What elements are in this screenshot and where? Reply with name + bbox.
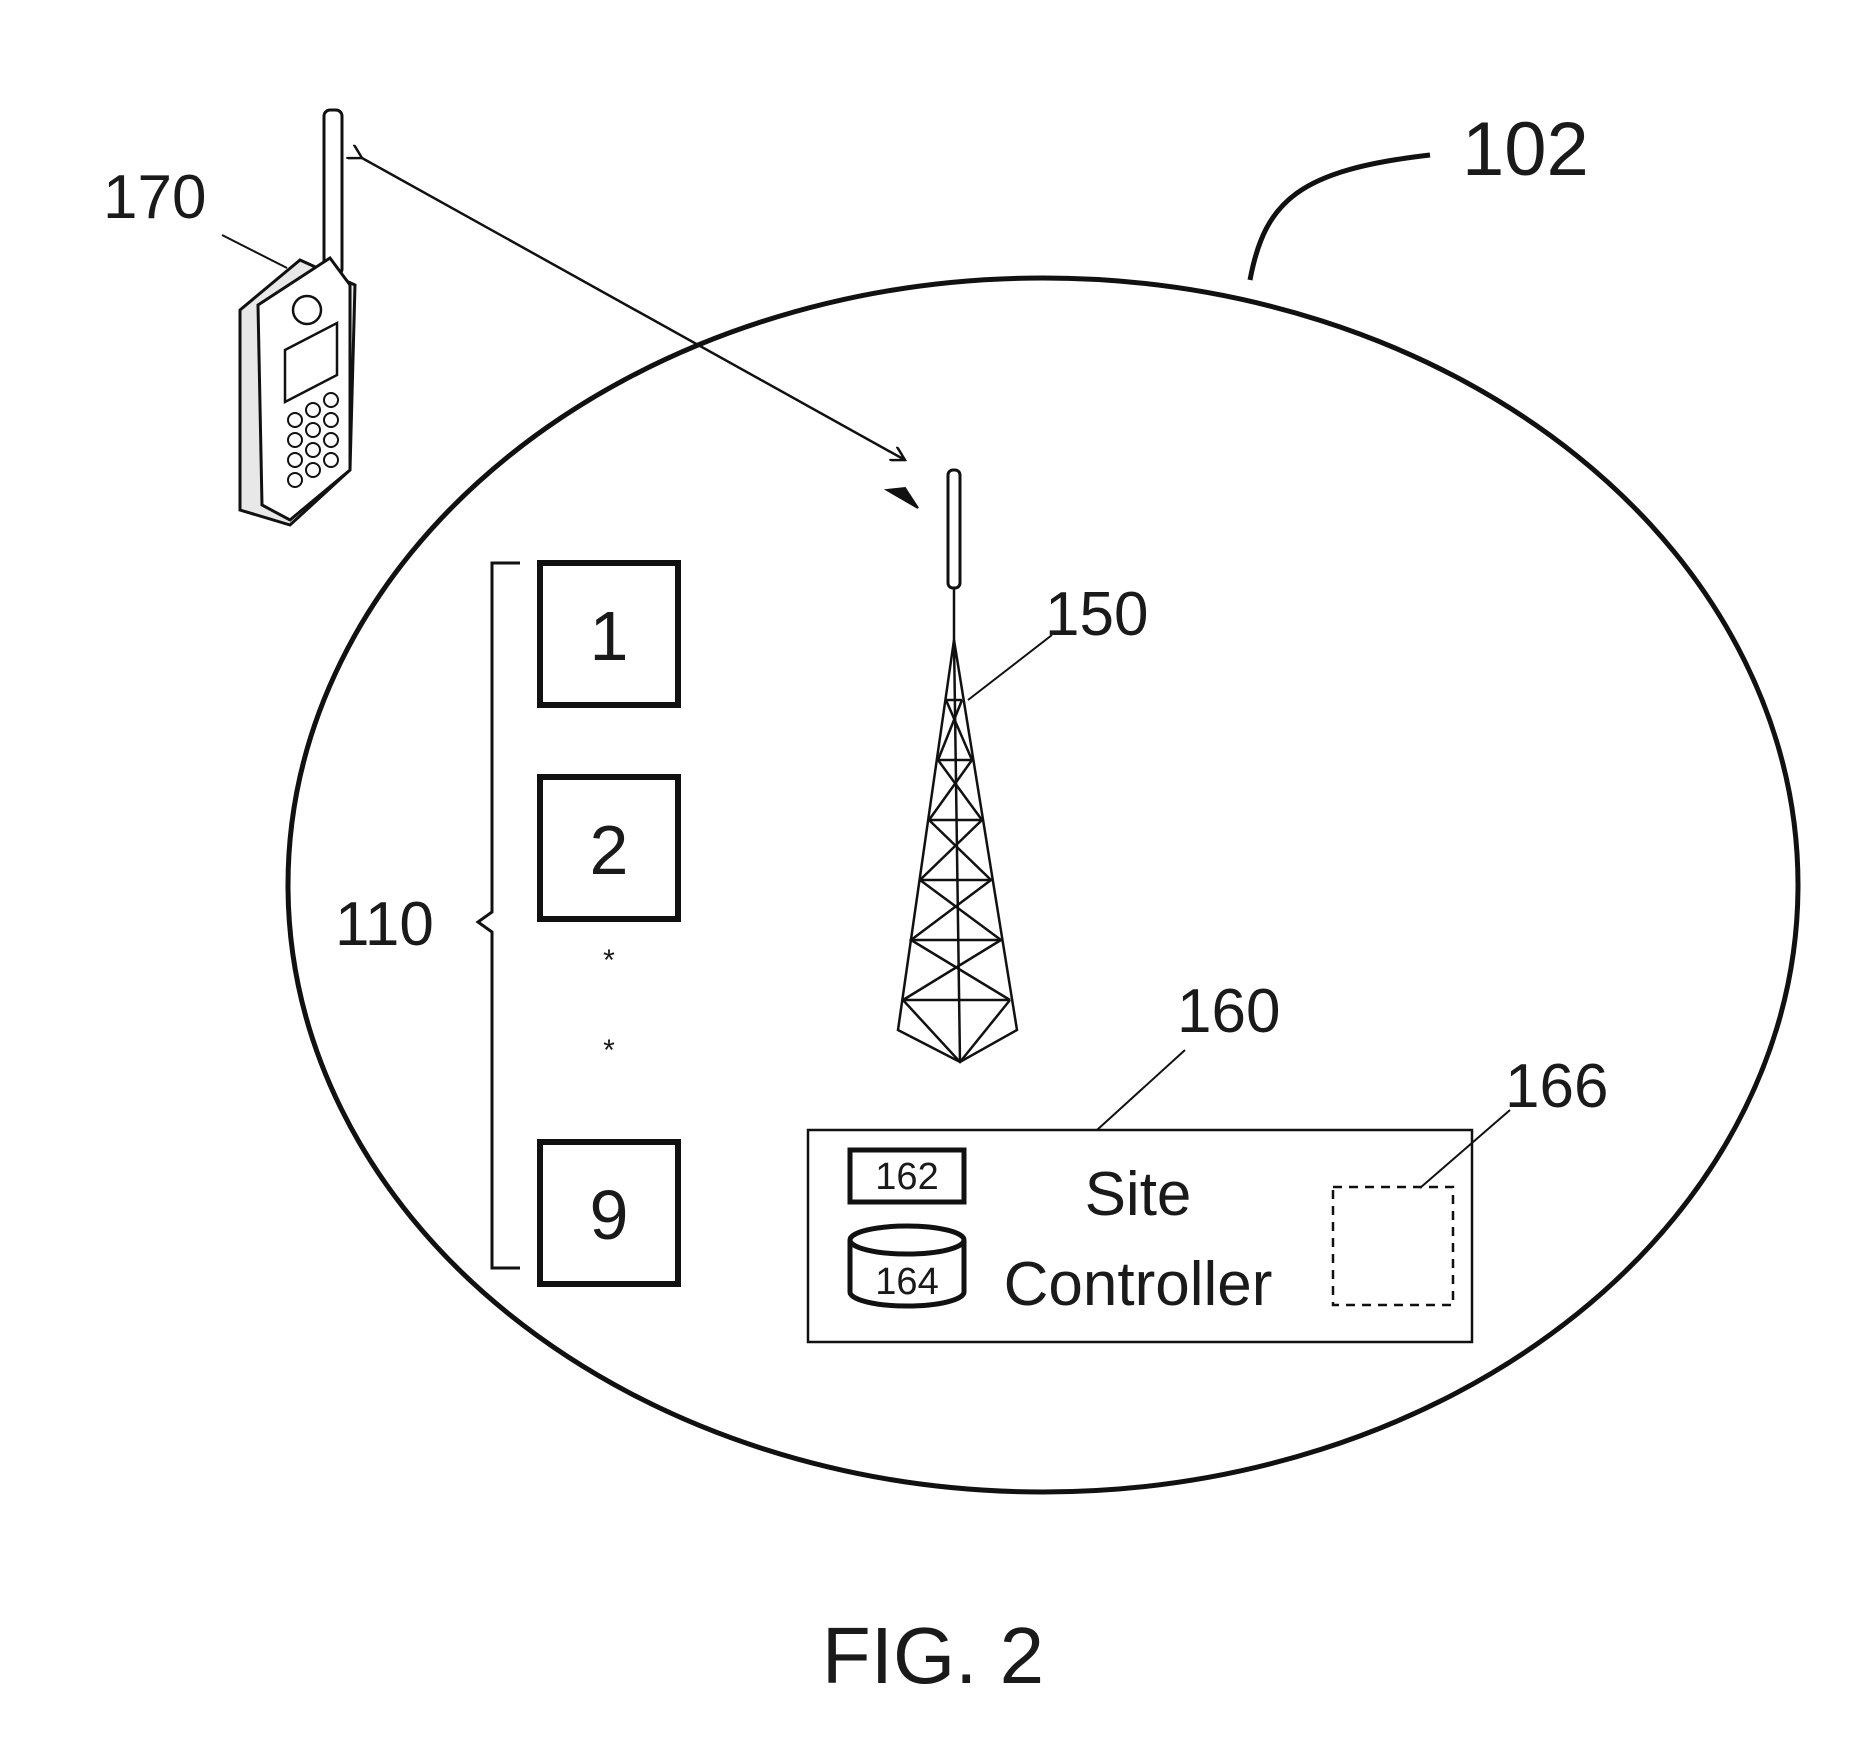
phone-ref-label: 170 — [103, 163, 206, 232]
component-162-label: 162 — [875, 1156, 938, 1198]
controller-ref-label: 160 — [1177, 977, 1280, 1046]
group-ref-label: 110 — [335, 890, 434, 959]
area-ref-label: 102 — [1462, 107, 1589, 192]
site-controller-line2: Controller — [1004, 1250, 1273, 1319]
area-leader-line — [1250, 155, 1430, 280]
tower-signal-mark — [887, 488, 918, 508]
channel-box-9: 9 — [540, 1142, 678, 1284]
radio-link-arrow — [362, 158, 905, 460]
tower-ref-label: 150 — [1045, 580, 1148, 649]
site-controller-line1: Site — [1085, 1160, 1192, 1229]
channel-box-2: 2 — [540, 777, 678, 919]
ellipsis-dot-1: * — [603, 944, 615, 977]
channel-box-9-label: 9 — [590, 1176, 629, 1254]
component-164-label: 164 — [875, 1261, 938, 1303]
channel-box-2-label: 2 — [590, 811, 629, 889]
figure-caption: FIG. 2 — [822, 1611, 1044, 1700]
lattice-tower-icon — [898, 588, 1017, 1062]
channel-box-1-label: 1 — [590, 597, 629, 675]
phone-leader-line — [222, 235, 287, 268]
mobile-radio-icon — [240, 110, 355, 525]
tower-leader-line — [968, 635, 1052, 700]
component-166-ref-label: 166 — [1505, 1052, 1608, 1121]
channel-box-1: 1 — [540, 563, 678, 705]
tower-antenna — [948, 470, 960, 588]
group-brace — [478, 563, 520, 1268]
controller-leader-line — [1097, 1050, 1185, 1130]
ellipsis-dot-2: * — [603, 1034, 615, 1067]
